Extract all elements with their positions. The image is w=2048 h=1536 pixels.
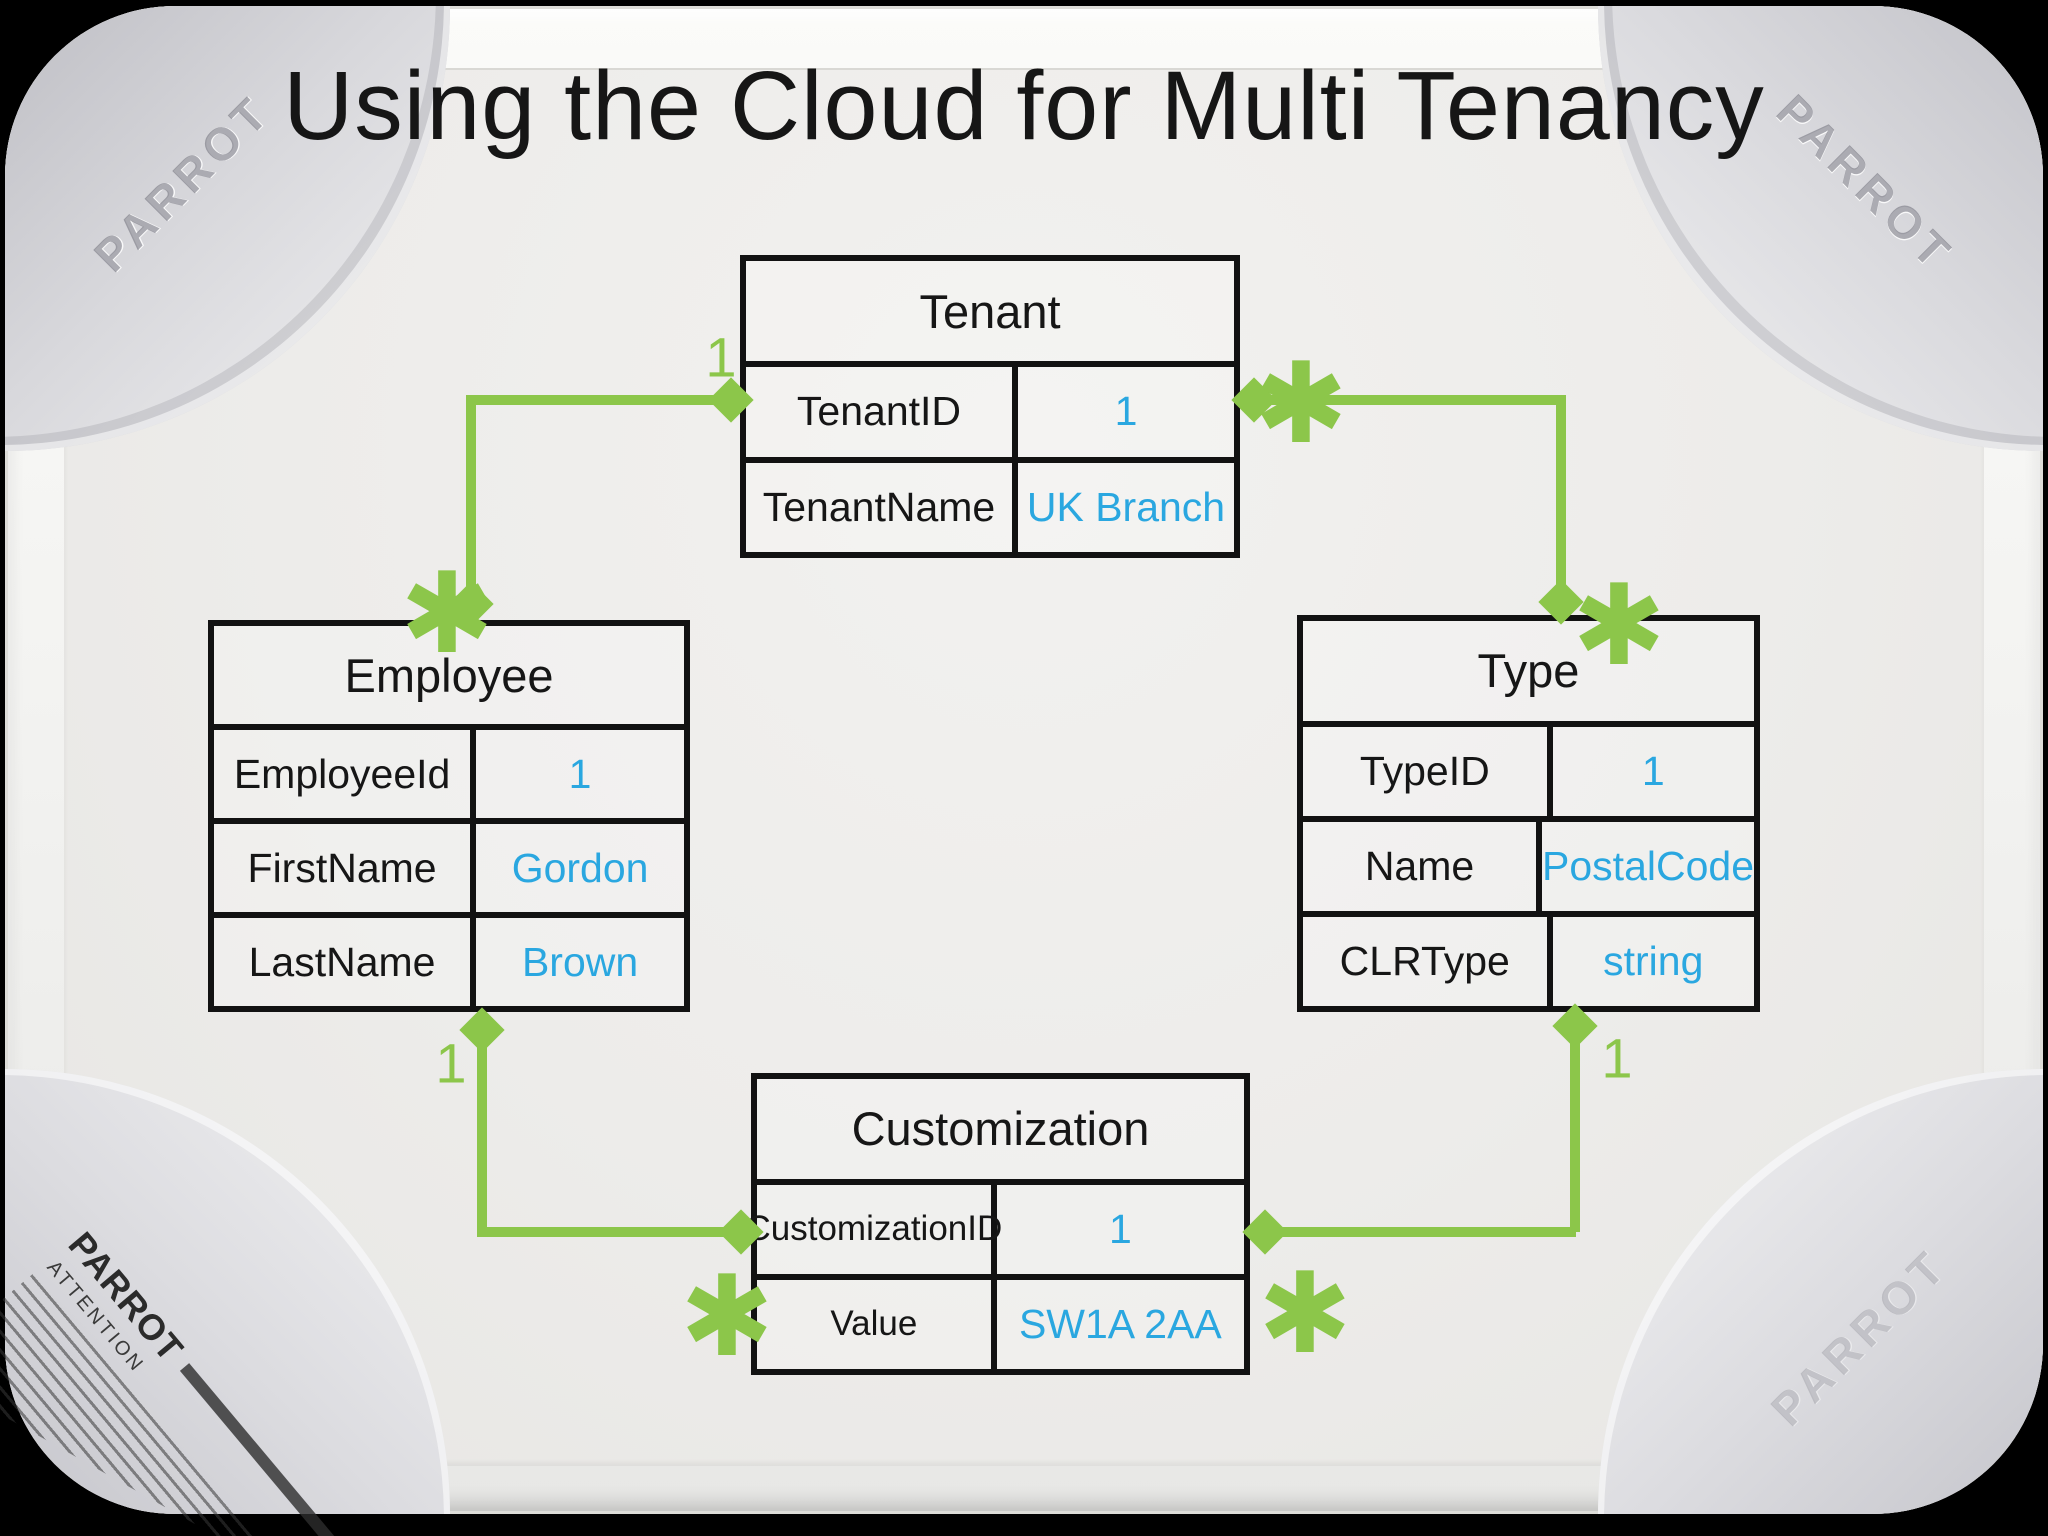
field-value-cell: 1 (1114, 388, 1138, 435)
employee-table: Employee EmployeeId 1 FirstName Gordon L… (208, 620, 690, 1012)
one-multiplicity-label: 1 (435, 1031, 467, 1095)
employee-customization-line-segment (477, 1227, 753, 1237)
field-name-cell: FirstName (214, 824, 477, 913)
table-row: Value SW1A 2AA (757, 1279, 1244, 1370)
table-title: Customization (757, 1079, 1244, 1185)
one-multiplicity-label: 1 (1601, 1026, 1633, 1090)
table-row: LastName Brown (214, 918, 684, 1006)
type-customization-line-segment (1252, 1227, 1576, 1237)
many-multiplicity-label: ✱ (1254, 341, 1348, 466)
tenant-table: Tenant TenantID 1 TenantName UK Branch (740, 255, 1240, 558)
one-multiplicity-label: 1 (705, 325, 737, 389)
field-name-cell: EmployeeId (214, 730, 477, 819)
tenant-type-line-segment (1556, 395, 1566, 617)
field-name-cell: Value (757, 1279, 997, 1370)
table-row: CLRType string (1303, 916, 1754, 1006)
tenant-employee-line-segment (470, 395, 742, 405)
table-row: CustomizationID 1 (746, 1184, 1244, 1280)
type-table: Type TypeID 1 Name PostalCode CLRType st… (1297, 615, 1760, 1012)
table-row: TypeID 1 (1303, 726, 1754, 822)
field-name-cell: CLRType (1303, 916, 1553, 1006)
field-name-cell: TenantID (746, 367, 1018, 457)
field-value-cell: 1 (1108, 1205, 1132, 1252)
table-title: Type (1303, 621, 1754, 727)
field-value-cell: Brown (521, 938, 639, 985)
field-value-cell: 1 (568, 750, 592, 797)
field-name-cell: Name (1303, 821, 1543, 911)
type-customization-line-segment (1570, 1020, 1580, 1232)
many-multiplicity-label: ✱ (1258, 1251, 1352, 1376)
many-multiplicity-label: ✱ (680, 1254, 774, 1379)
many-multiplicity-label: ✱ (1572, 563, 1666, 688)
field-name-cell: TenantName (746, 462, 1018, 552)
field-value-cell: PostalCode (1542, 842, 1754, 889)
page-title: Using the Cloud for Multi Tenancy (283, 51, 1765, 160)
table-row: TenantID 1 (746, 367, 1234, 463)
table-title: Employee (214, 626, 684, 731)
field-value-cell: string (1603, 937, 1704, 984)
many-multiplicity-label: ✱ (400, 551, 494, 676)
table-row: Name PostalCode (1303, 821, 1754, 917)
employee-customization-line-segment (477, 1024, 487, 1234)
field-name-cell: CustomizationID (746, 1184, 1002, 1274)
field-value-cell: 1 (1641, 747, 1665, 794)
table-title: Tenant (746, 261, 1234, 368)
table-row: FirstName Gordon (214, 824, 684, 919)
tenant-employee-line-segment (466, 395, 476, 615)
field-value-cell: UK Branch (1026, 483, 1226, 530)
field-name-cell: TypeID (1303, 726, 1553, 816)
tenant-type-line-segment (1240, 395, 1566, 405)
customization-table: Customization CustomizationID 1 Value SW… (746, 1073, 1250, 1375)
table-row: TenantName UK Branch (746, 462, 1234, 552)
table-row: EmployeeId 1 (214, 730, 684, 825)
field-value-cell: Gordon (511, 844, 649, 891)
field-name-cell: LastName (214, 918, 477, 1006)
field-value-cell: SW1A 2AA (1018, 1300, 1222, 1347)
